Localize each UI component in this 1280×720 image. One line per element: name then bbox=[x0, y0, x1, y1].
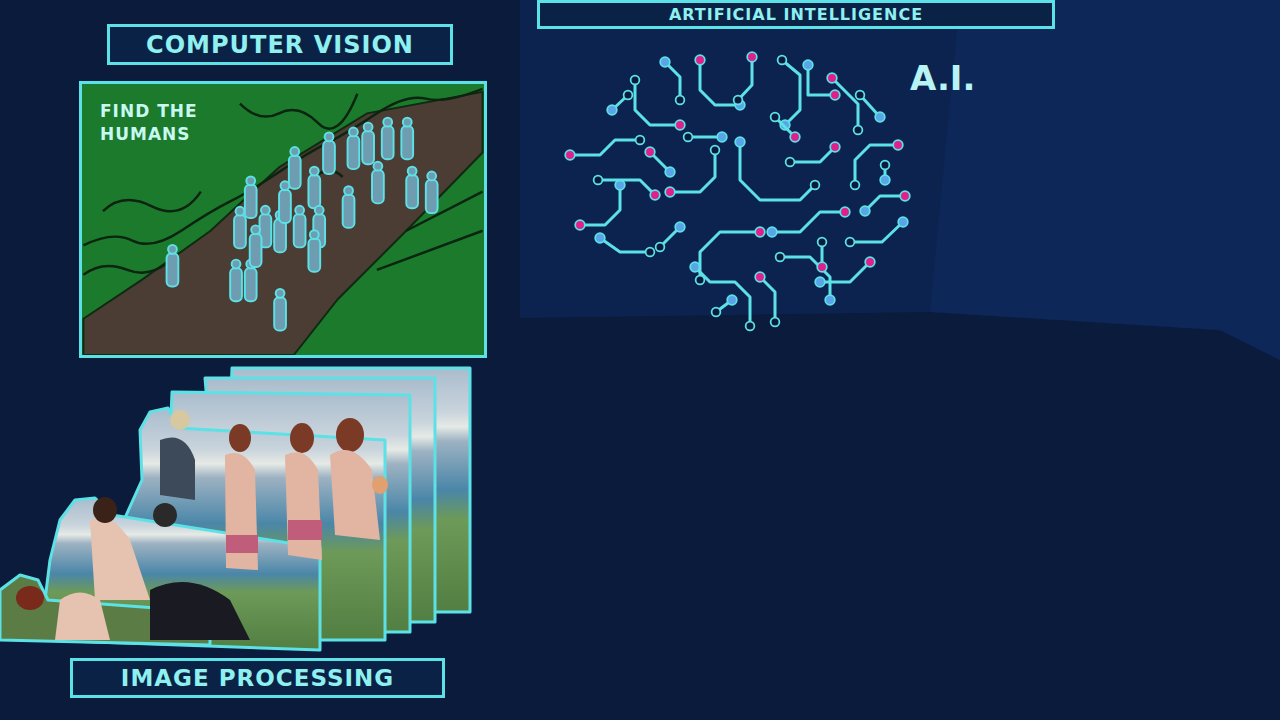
box-label: IMAGE PROCESSING bbox=[121, 665, 394, 691]
box-label: COMPUTER VISION bbox=[146, 31, 414, 59]
image-panel: FIND THE HUMANS bbox=[79, 81, 487, 358]
image-figures bbox=[16, 410, 388, 640]
label-box: COMPUTER VISION bbox=[107, 24, 453, 65]
box-label: ARTIFICIAL INTELLIGENCE bbox=[669, 5, 923, 24]
section-title-box: ARTIFICIAL INTELLIGENCE bbox=[537, 0, 1055, 29]
brain-circuit bbox=[570, 57, 905, 326]
image-stack bbox=[0, 368, 470, 650]
label-box: IMAGE PROCESSING bbox=[70, 658, 445, 698]
ai-label: A.I. bbox=[910, 58, 975, 98]
panel-caption: FIND THE HUMANS bbox=[100, 100, 220, 146]
